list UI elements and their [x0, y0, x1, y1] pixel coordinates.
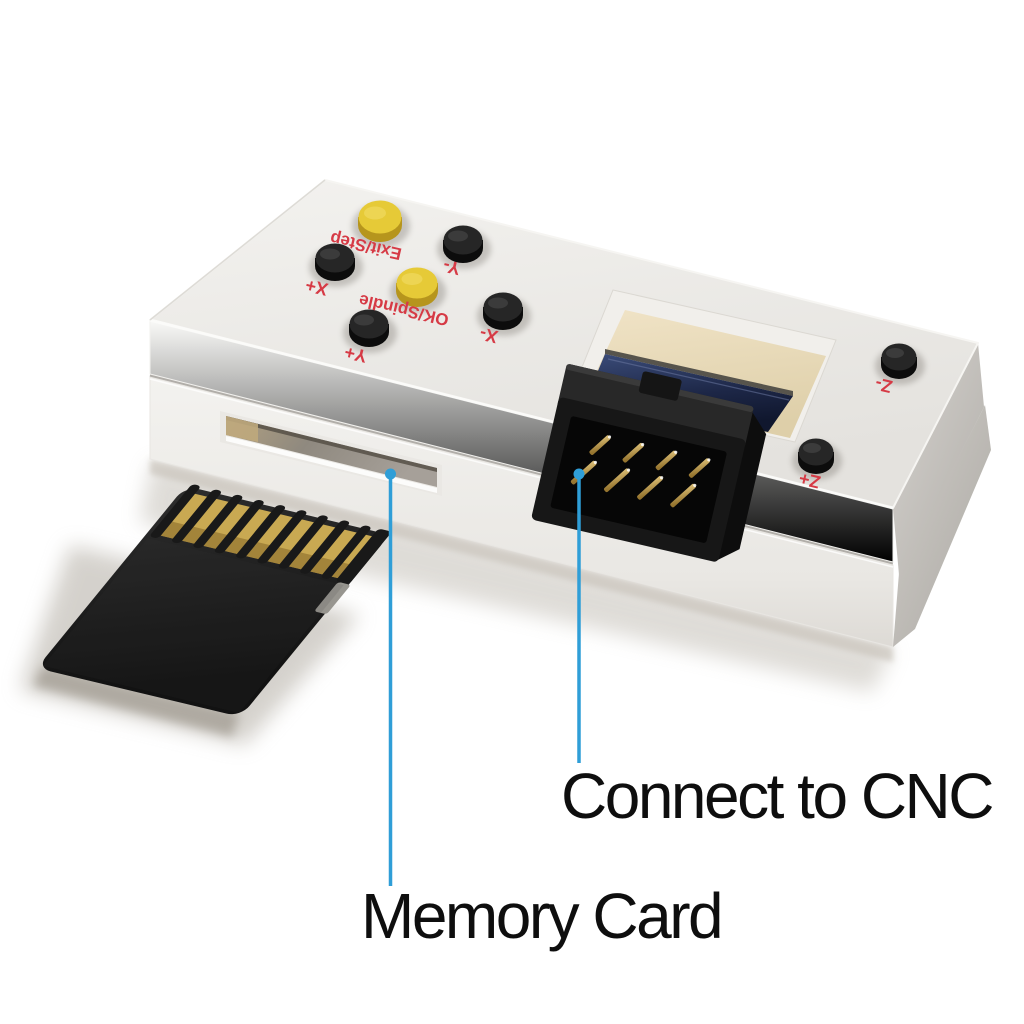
case-seam	[149, 373, 894, 565]
button-z-plus	[792, 438, 842, 480]
top-face-left-edge	[149, 179, 326, 321]
connect-to-cnc-label: Connect to CNC	[561, 760, 994, 832]
lcd-glass-reflection	[607, 358, 790, 401]
connector-right-face	[714, 407, 767, 562]
sd-card	[42, 484, 391, 715]
callout-dot-memory-card	[385, 468, 396, 480]
case-top-right-face	[893, 343, 984, 575]
case-seam-highlight	[149, 378, 894, 568]
top-face-front-edge-highlight	[149, 318, 894, 510]
slot-inner-shadow	[226, 416, 437, 472]
button-x-plus	[309, 243, 363, 287]
sd-card-lock-slider	[315, 582, 350, 614]
controller-device: Exit/Step Y- X+ OK/Spindle Y+ X- Z- Z+	[149, 179, 991, 648]
device-shadow-edge	[150, 459, 893, 662]
connector-key-notch	[638, 371, 682, 401]
slot-bottom-bevel	[226, 436, 437, 493]
label-z-minus: Z-	[873, 374, 894, 397]
idc-connector	[531, 364, 767, 562]
label-z-plus: Z+	[797, 468, 822, 492]
connector-top-face	[557, 364, 754, 449]
slot-left-wedge	[226, 416, 258, 442]
label-x-minus: X-	[478, 323, 500, 347]
card-shadow-edge	[33, 666, 239, 737]
device-shadow	[140, 462, 893, 692]
callout-connect-to-cnc	[573, 468, 585, 763]
memory-card-label: Memory Card	[361, 880, 724, 952]
label-y-minus: Y-	[441, 256, 462, 279]
slot-opening	[226, 416, 437, 487]
label-x-plus: X+	[303, 275, 329, 300]
button-y-minus	[437, 225, 491, 269]
lcd-bezel-line	[605, 349, 793, 396]
label-y-plus: Y+	[342, 342, 368, 367]
button-exit-step	[352, 200, 410, 248]
callout-memory-card	[385, 468, 396, 886]
button-y-plus	[343, 309, 397, 353]
button-ok-spindle	[390, 267, 446, 313]
callout-dot-connect-to-cnc	[573, 468, 585, 480]
button-z-minus	[875, 343, 925, 385]
button-x-minus	[477, 292, 531, 336]
case-bottom-right-face	[893, 405, 991, 647]
sd-card-ribs	[150, 484, 391, 584]
sd-card-sheen	[43, 538, 344, 713]
